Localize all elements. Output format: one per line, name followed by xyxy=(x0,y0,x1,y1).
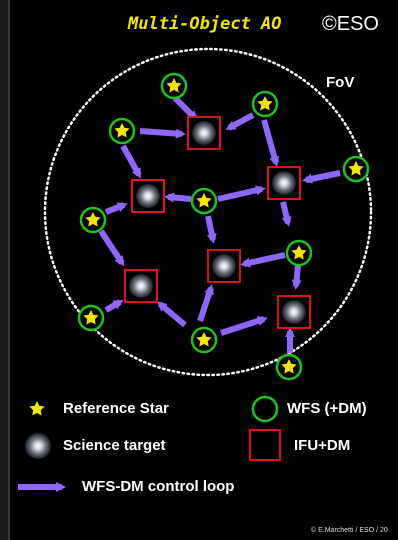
star-icon xyxy=(281,359,297,374)
legend-science-target-label: Science target xyxy=(63,437,166,454)
legend-ifu-box-icon xyxy=(249,429,281,461)
arrow xyxy=(104,202,128,215)
arrow xyxy=(139,128,186,139)
star-icon xyxy=(257,96,273,111)
galaxy-icon xyxy=(272,171,296,195)
star-icon xyxy=(85,212,101,227)
wfs-star xyxy=(285,239,313,267)
wfs-star xyxy=(251,90,279,118)
ifu-target xyxy=(277,295,311,329)
fov-circle xyxy=(43,47,373,377)
legend-reference-star-label: Reference Star xyxy=(63,400,169,417)
arrow xyxy=(220,316,268,336)
star-icon xyxy=(291,245,307,260)
arrow xyxy=(104,299,124,313)
arrow xyxy=(225,112,255,131)
star-icon xyxy=(83,310,99,325)
legend-wfs-ring-icon xyxy=(251,395,279,423)
diagram-title: Multi-Object AO xyxy=(128,14,282,34)
left-border xyxy=(0,0,8,540)
star-icon xyxy=(114,123,130,138)
star-icon xyxy=(196,332,212,347)
arrow xyxy=(156,301,187,328)
wfs-star xyxy=(190,187,218,215)
wfs-star xyxy=(108,117,136,145)
ifu-target xyxy=(131,179,165,213)
arrow xyxy=(217,185,266,202)
galaxy-icon xyxy=(129,274,153,298)
wfs-star xyxy=(160,72,188,100)
arrow xyxy=(172,95,198,121)
arrow xyxy=(291,264,302,290)
star-icon xyxy=(166,78,182,93)
legend-graphics xyxy=(18,395,281,492)
arrow xyxy=(120,144,142,179)
wfs-star xyxy=(342,155,370,183)
galaxy-icon xyxy=(192,121,216,145)
wfs-star xyxy=(190,326,218,354)
ifu-target xyxy=(207,249,241,283)
star-icon xyxy=(348,161,364,176)
arrow xyxy=(197,284,214,322)
legend-wfs-label: WFS (+DM) xyxy=(287,400,367,417)
copyright-label: ©ESO xyxy=(322,13,379,35)
arrow xyxy=(164,192,192,203)
galaxy-icon xyxy=(282,300,306,324)
wfs-star xyxy=(79,206,107,234)
wfs-star xyxy=(77,304,105,332)
wfs-star xyxy=(275,353,303,381)
legend-control-loop-label: WFS-DM control loop xyxy=(82,478,235,495)
arrow xyxy=(261,119,280,167)
arrow xyxy=(280,201,292,227)
galaxy-icon xyxy=(212,254,236,278)
arrow xyxy=(205,215,217,244)
arrow xyxy=(240,252,286,268)
credit-text: © E.Marchetti / ESO / 20 xyxy=(311,527,388,534)
fov-label: FoV xyxy=(326,74,355,91)
galaxy-icon xyxy=(136,184,160,208)
science-targets xyxy=(124,116,311,329)
control-loop-arrows xyxy=(98,95,341,353)
ifu-target xyxy=(124,269,158,303)
reference-stars xyxy=(77,72,370,381)
legend-galaxy-icon xyxy=(25,433,51,459)
star-icon xyxy=(196,193,212,208)
legend-ifu-label: IFU+DM xyxy=(294,437,351,454)
arrow xyxy=(98,229,125,267)
left-border-line xyxy=(8,0,10,540)
arrow xyxy=(302,170,341,184)
legend-star-icon xyxy=(29,401,45,416)
ifu-target xyxy=(187,116,221,150)
ifu-target xyxy=(267,166,301,200)
